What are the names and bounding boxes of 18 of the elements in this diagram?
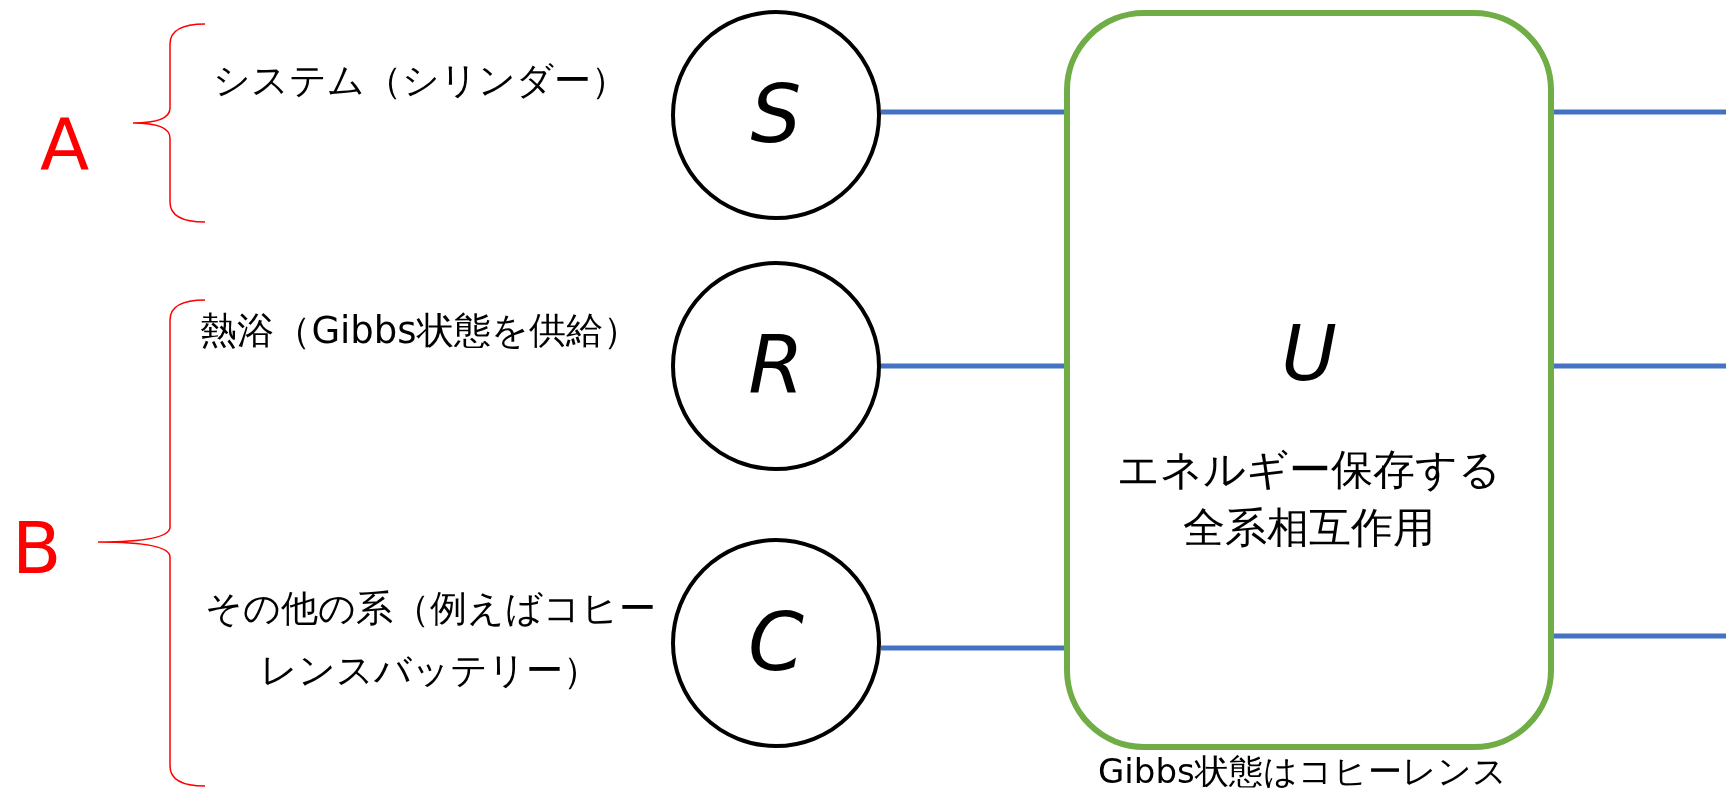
connector-line	[1554, 109, 1726, 115]
symbol-label: R	[748, 326, 804, 406]
group-letter: B	[12, 512, 62, 584]
interaction-box	[1064, 10, 1554, 750]
note-text: Gibbs状態はコヒーレンス	[1098, 752, 1507, 790]
symbol-label: S	[750, 75, 802, 155]
connector-line	[1554, 363, 1726, 369]
symbol-label: C	[748, 603, 804, 683]
caption-text: その他の系（例えばコヒーレンスバッテリー）	[203, 586, 657, 694]
connector-line	[881, 645, 1064, 651]
group-letter: A	[40, 108, 90, 180]
caption-text: 熱浴（Gibbs状態を供給）	[199, 308, 641, 354]
symbol-label: U	[1280, 316, 1338, 392]
description-text: エネルギー保存する全系相互作用	[1116, 444, 1502, 554]
connector-line	[881, 363, 1064, 369]
connector-line	[881, 109, 1064, 115]
connector-line	[1554, 633, 1726, 639]
caption-text: システム（シリンダー）	[211, 58, 629, 104]
